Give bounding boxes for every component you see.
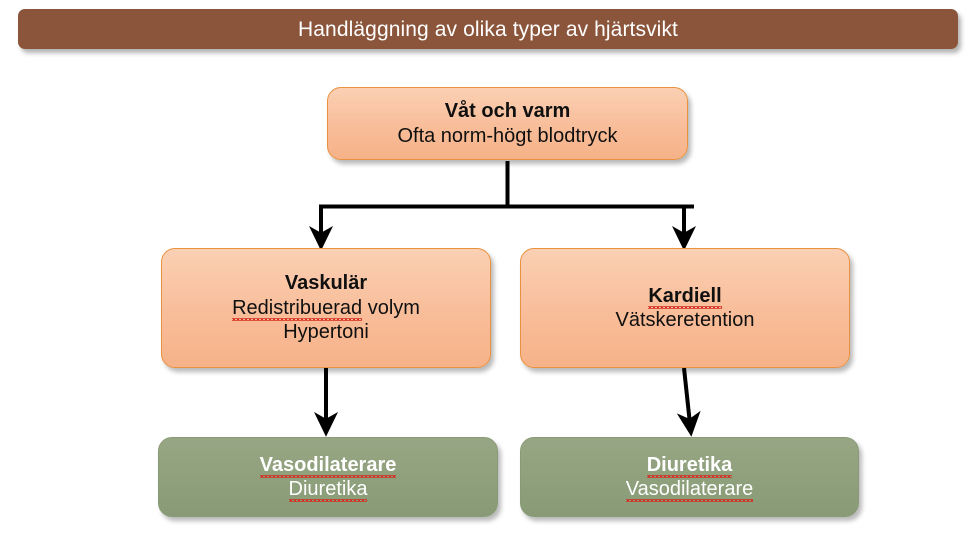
node-left-treatment[interactable]: Vasodilaterare Diuretika: [158, 437, 498, 517]
spellcheck-word-vasodilaterare-left: Vasodilaterare: [259, 453, 397, 479]
node-vat-och-varm[interactable]: Våt och varm Ofta norm-högt blodtryck: [327, 87, 688, 160]
node-vat-och-varm-line1: Våt och varm: [444, 100, 571, 123]
node-vaskular[interactable]: Vaskulär Redistribuerad volym Hypertoni: [161, 248, 491, 368]
node-kardiell[interactable]: Kardiell Vätskeretention: [520, 248, 850, 368]
spellcheck-word-diuretika-left: Diuretika: [288, 478, 368, 503]
node-vaskular-line2-tail: volym: [362, 296, 420, 319]
node-vaskular-line2: Redistribuerad volym: [232, 296, 420, 322]
node-vaskular-line1: Vaskulär: [284, 272, 368, 295]
node-kardiell-line1: Kardiell: [648, 284, 723, 310]
node-right-treatment-line1: Diuretika: [646, 453, 733, 479]
page-title-banner: Handläggning av olika typer av hjärtsvik…: [18, 9, 958, 49]
node-vaskular-line3: Hypertoni: [283, 321, 369, 344]
spellcheck-word-redistribuerad: Redistribuerad: [232, 296, 363, 322]
edge-kardiell-to-right-treatment: [676, 367, 701, 437]
node-vat-och-varm-line2: Ofta norm-högt blodtryck: [397, 124, 618, 147]
node-right-treatment-line2: Vasodilaterare: [625, 477, 754, 503]
node-left-treatment-line2: Diuretika: [288, 477, 368, 503]
node-left-treatment-line1: Vasodilaterare: [259, 453, 397, 479]
spellcheck-word-diuretika-right: Diuretika: [646, 453, 733, 479]
node-right-treatment[interactable]: Diuretika Vasodilaterare: [520, 437, 859, 517]
spellcheck-word-vasodilaterare-right: Vasodilaterare: [625, 478, 754, 503]
spellcheck-word-kardiell: Kardiell: [648, 284, 723, 310]
page-title: Handläggning av olika typer av hjärtsvik…: [298, 17, 678, 41]
node-kardiell-line2: Vätskeretention: [615, 309, 755, 331]
